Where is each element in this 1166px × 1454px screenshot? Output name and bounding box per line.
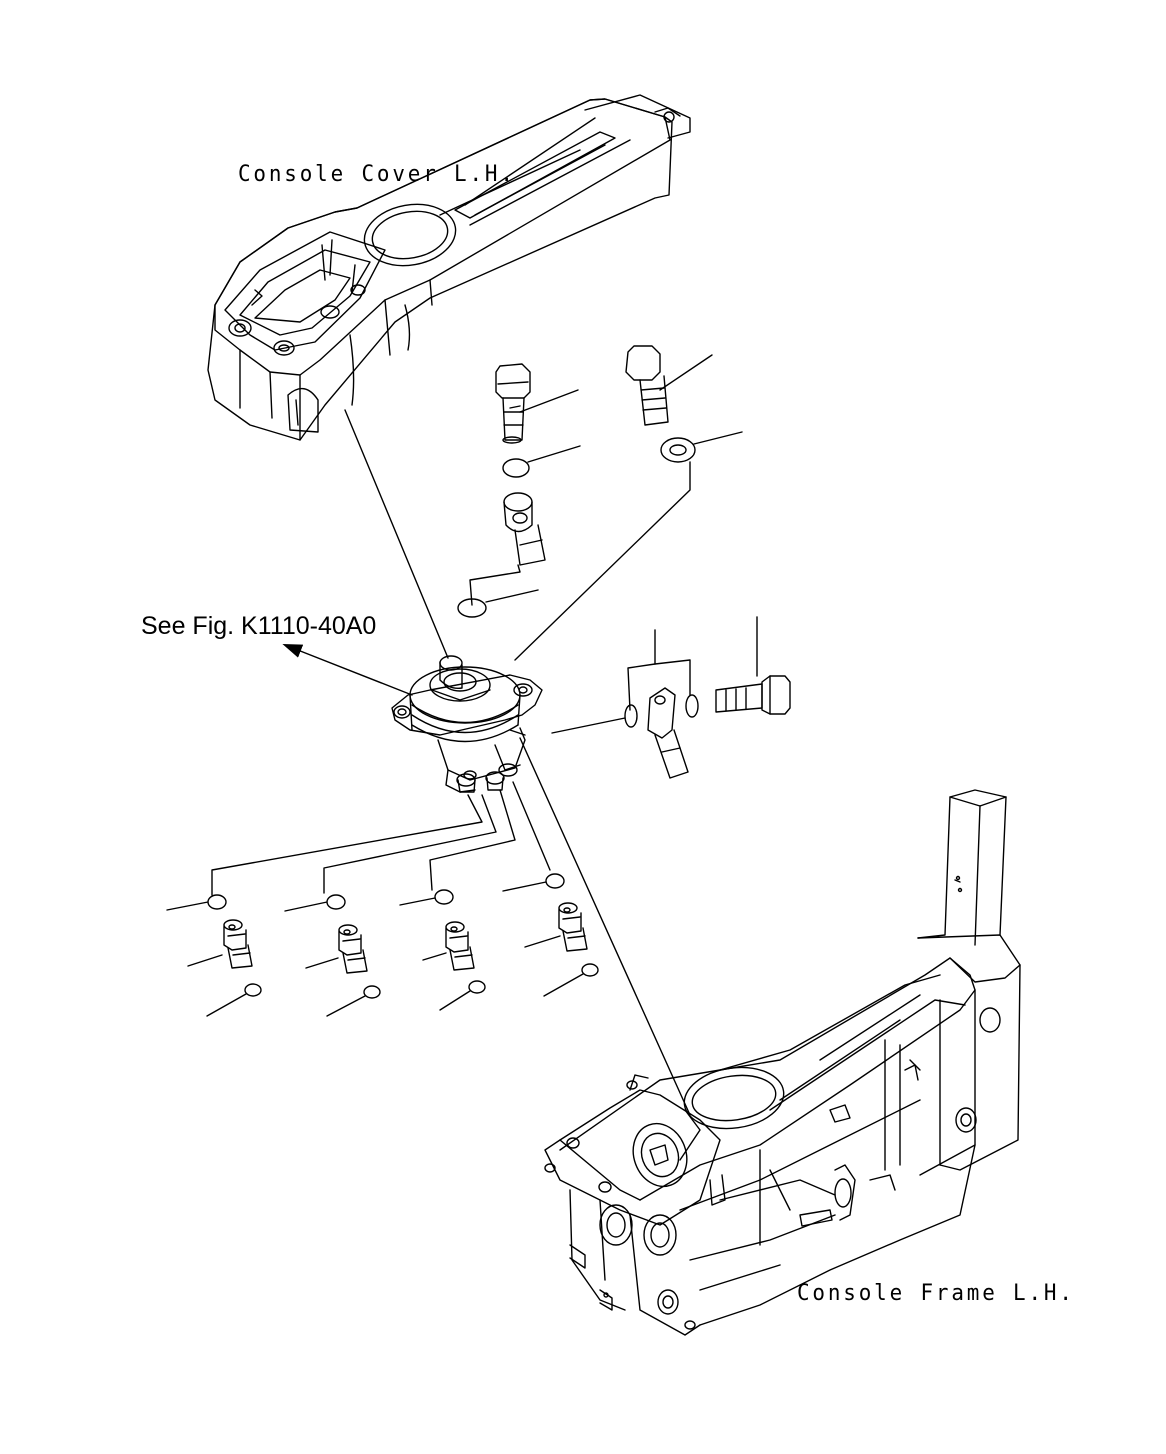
bolt-right-horizontal — [716, 617, 790, 714]
console-frame-lh — [545, 790, 1020, 1335]
o-ring-upper — [503, 446, 580, 477]
fitting-3 — [423, 922, 474, 970]
washer-upper-right — [661, 432, 742, 462]
fitting-2 — [306, 925, 367, 973]
fitting-4 — [525, 903, 587, 951]
console-cover-label: Console Cover L.H. — [238, 162, 516, 187]
see-fig-arrow — [282, 643, 412, 695]
console-cover-lh — [208, 95, 690, 440]
o-ring-row-top — [167, 874, 564, 911]
o-ring-middle — [458, 590, 538, 617]
cover-leader-line — [345, 410, 448, 658]
o-ring-row-bottom — [207, 964, 598, 1016]
console-frame-label: Console Frame L.H. — [797, 1281, 1075, 1306]
port-leader-lines — [212, 782, 550, 895]
washer-leader-line — [515, 462, 690, 660]
frame-leader-line — [520, 738, 690, 1115]
swivel-fitting-right — [552, 630, 698, 778]
hollow-bolt-fitting — [496, 364, 578, 443]
fitting-1 — [188, 920, 252, 968]
pilot-valve — [392, 656, 542, 792]
see-fig-label: See Fig. K1110-40A0 — [141, 612, 377, 640]
elbow-fitting — [470, 493, 545, 605]
bolt-upper-right — [626, 346, 712, 425]
